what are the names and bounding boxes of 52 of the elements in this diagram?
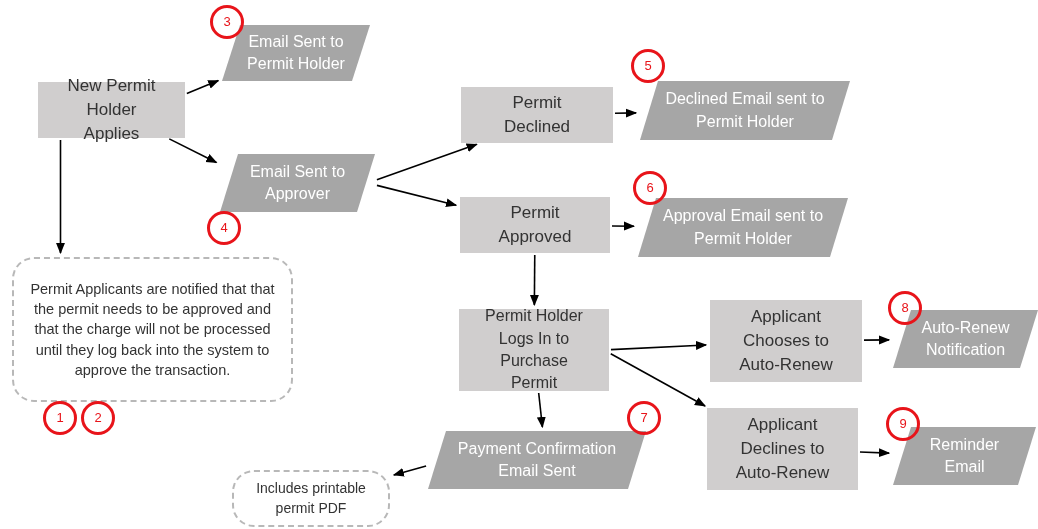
node-text: Includes printable permit PDF (255, 478, 367, 518)
note-box (232, 470, 390, 527)
callout-number: 2 (81, 401, 115, 435)
callout-number: 9 (886, 407, 920, 441)
node-text: Declined Email sent to Permit Holder (664, 89, 826, 132)
email-parallelogram (640, 81, 850, 140)
arrow (168, 138, 218, 164)
node-text: Permit Applicants are notified that that the permit needs to be approved and that the charge will not be processed until they log back into the system to approve the transaction. (29, 279, 276, 380)
email-parallelogram (893, 310, 1038, 368)
arrow (610, 341, 708, 351)
arrow (376, 184, 458, 208)
callout-number: 6 (633, 171, 667, 205)
email-parallelogram (428, 431, 646, 489)
callout-number: 7 (627, 401, 661, 435)
node-text: Auto-Renew Notification (920, 317, 1011, 360)
node-text: Permit Approved (497, 202, 573, 248)
node-text: New Permit Holder Applies (66, 75, 157, 145)
node-text: Payment Confirmation Email Sent (456, 438, 618, 481)
node-text: Permit Declined (502, 92, 572, 138)
arrow (609, 352, 707, 407)
callout-number: 1 (43, 401, 77, 435)
node-text: Email Sent to Approver (248, 161, 347, 204)
node-text: Email Sent to Permit Holder (246, 31, 346, 74)
callout-number: 4 (207, 211, 241, 245)
arrow (186, 79, 220, 95)
node-text: Permit Holder Logs In to Purchase Permit (484, 306, 584, 394)
arrow (859, 448, 891, 458)
arrow (611, 221, 636, 231)
arrow (536, 392, 546, 429)
email-parallelogram (638, 198, 848, 257)
process-box (707, 408, 858, 490)
node-text: Applicant Chooses to Auto-Renew (738, 306, 834, 376)
node-text: Applicant Declines to Auto-Renew (734, 414, 831, 484)
process-box (461, 87, 613, 143)
arrow (614, 108, 638, 118)
process-box (710, 300, 862, 382)
note-box (12, 257, 293, 402)
process-box (459, 309, 609, 391)
arrow (56, 139, 65, 255)
process-box (460, 197, 610, 253)
arrow (863, 335, 891, 345)
arrow (392, 465, 427, 477)
callout-number: 3 (210, 5, 244, 39)
email-parallelogram (220, 154, 375, 212)
email-parallelogram (222, 25, 370, 81)
node-text: Reminder Email (928, 434, 1001, 477)
email-parallelogram (893, 427, 1036, 485)
arrow (376, 143, 478, 181)
callout-number: 5 (631, 49, 665, 83)
callout-number: 8 (888, 291, 922, 325)
node-text: Approval Email sent to Permit Holder (661, 206, 825, 249)
arrow (529, 254, 539, 307)
